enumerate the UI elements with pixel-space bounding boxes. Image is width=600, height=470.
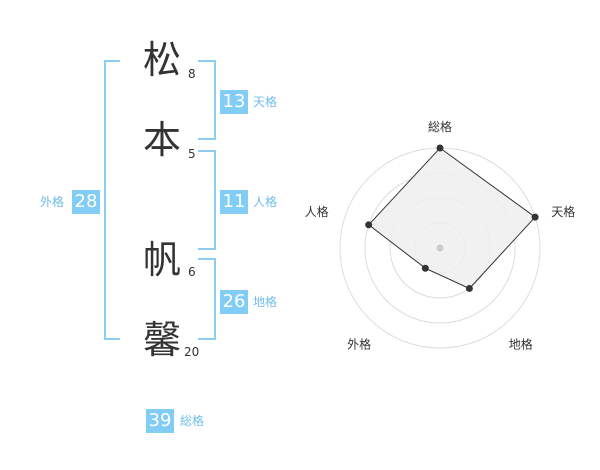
radar-axis-label-4: 外格	[347, 337, 371, 352]
radar-axis-label-3: 地格	[509, 337, 533, 352]
soukaku-label: 総格	[180, 414, 205, 428]
radar-point-3	[465, 284, 473, 292]
name-char-4: 馨	[142, 318, 181, 362]
tenkaku-score: 13	[220, 90, 248, 114]
stroke-count-4: 20	[184, 345, 200, 359]
name-char-3: 帆	[142, 238, 181, 282]
chikaku-label: 地格	[253, 295, 278, 309]
jinkaku-label: 人格	[253, 195, 278, 209]
gaikaku-score: 28	[72, 190, 100, 214]
stroke-count-1: 8	[188, 67, 196, 81]
radar-center-dot	[436, 244, 444, 252]
name-char-2: 本	[142, 118, 181, 162]
radar-point-1	[436, 144, 444, 152]
jinkaku-bracket	[198, 150, 216, 250]
stroke-count-2: 5	[188, 147, 196, 161]
jinkaku-score: 11	[220, 190, 248, 214]
soukaku-score: 39	[146, 409, 174, 433]
radar-point-4	[421, 264, 429, 272]
chikaku-bracket	[198, 258, 216, 340]
chikaku-score: 26	[220, 290, 248, 314]
radar-axis-label-1: 総格	[428, 119, 452, 134]
radar-point-5	[365, 221, 373, 229]
radar-point-2	[531, 213, 539, 221]
stroke-count-3: 6	[188, 265, 196, 279]
radar-axis-label-5: 人格	[305, 204, 329, 219]
tenkaku-label: 天格	[253, 95, 278, 109]
gaikaku-bracket	[104, 60, 120, 340]
tenkaku-bracket	[198, 60, 216, 140]
radar-series-polygon	[367, 147, 536, 290]
radar-axis-label-2: 天格	[551, 204, 575, 219]
name-char-1: 松	[142, 38, 181, 82]
gaikaku-label: 外格	[40, 195, 65, 209]
